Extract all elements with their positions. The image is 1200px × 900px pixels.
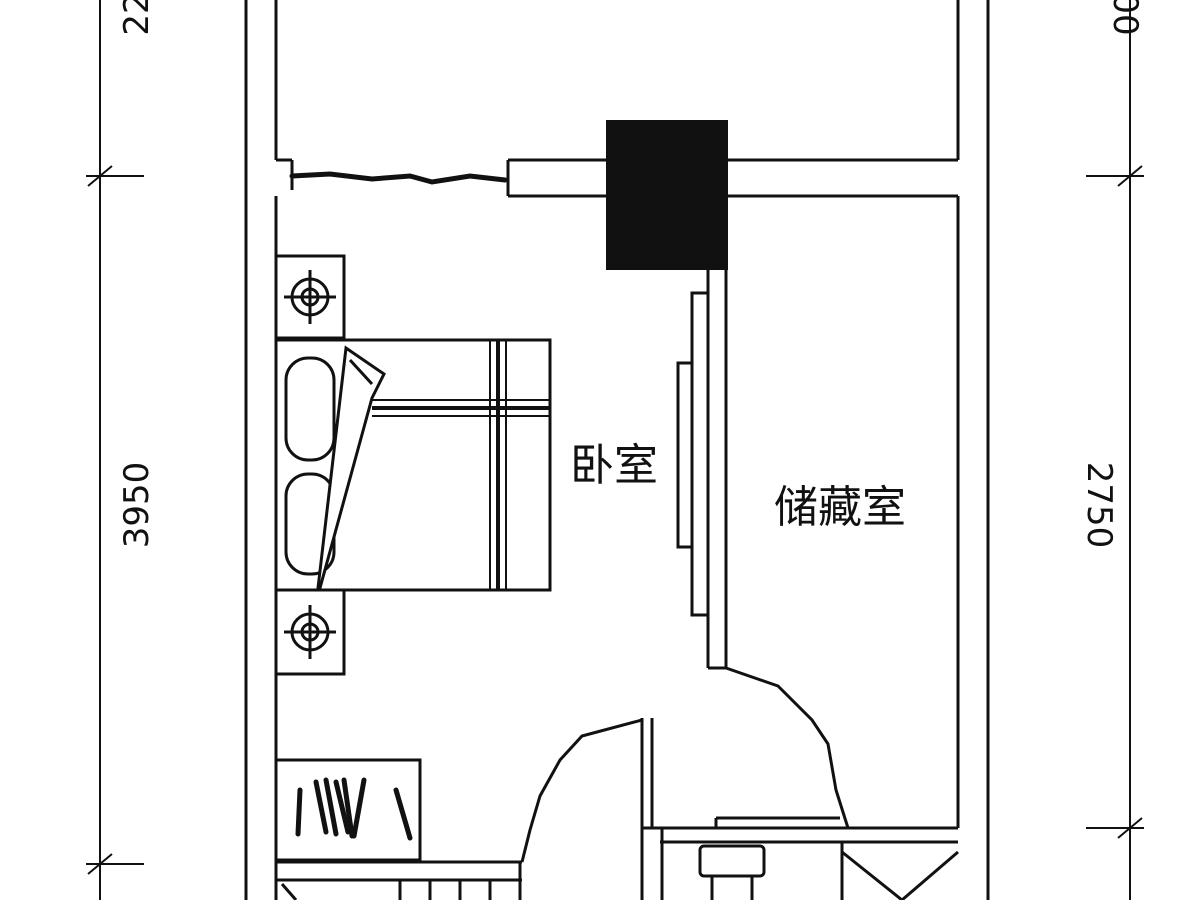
storage-door-swing <box>725 666 850 829</box>
room-label-bedroom: 卧室 <box>570 440 658 491</box>
stair-lines <box>276 860 522 900</box>
left-main-dimension: 3950 <box>117 462 157 549</box>
nightstand-top <box>274 254 346 340</box>
lamp-icon <box>284 605 336 659</box>
folded-blanket <box>316 345 386 590</box>
right-dimension-line <box>1086 0 1144 900</box>
pillow-top <box>284 356 336 462</box>
nightstand-bottom <box>274 588 346 676</box>
double-bed <box>274 338 552 592</box>
bedroom-storage-partition <box>706 270 728 670</box>
structural-column <box>606 120 728 270</box>
bed-stripes <box>372 340 550 590</box>
right-main-dimension: 2750 <box>1079 462 1119 549</box>
room-label-storage: 储藏室 <box>774 482 906 533</box>
hanger-icons <box>295 777 413 841</box>
closet <box>274 758 422 862</box>
left-top-partial-dimension: 22 <box>117 0 157 36</box>
wardrobe <box>676 291 710 617</box>
sliding-door-track <box>289 171 508 185</box>
left-dimension-line <box>86 0 144 900</box>
lower-partition-walls <box>640 718 959 900</box>
lamp-icon <box>284 270 336 324</box>
bedroom-door-swing <box>520 718 643 863</box>
right-top-partial-dimension: 00 <box>1105 0 1145 36</box>
bathroom-fixture <box>698 844 766 900</box>
